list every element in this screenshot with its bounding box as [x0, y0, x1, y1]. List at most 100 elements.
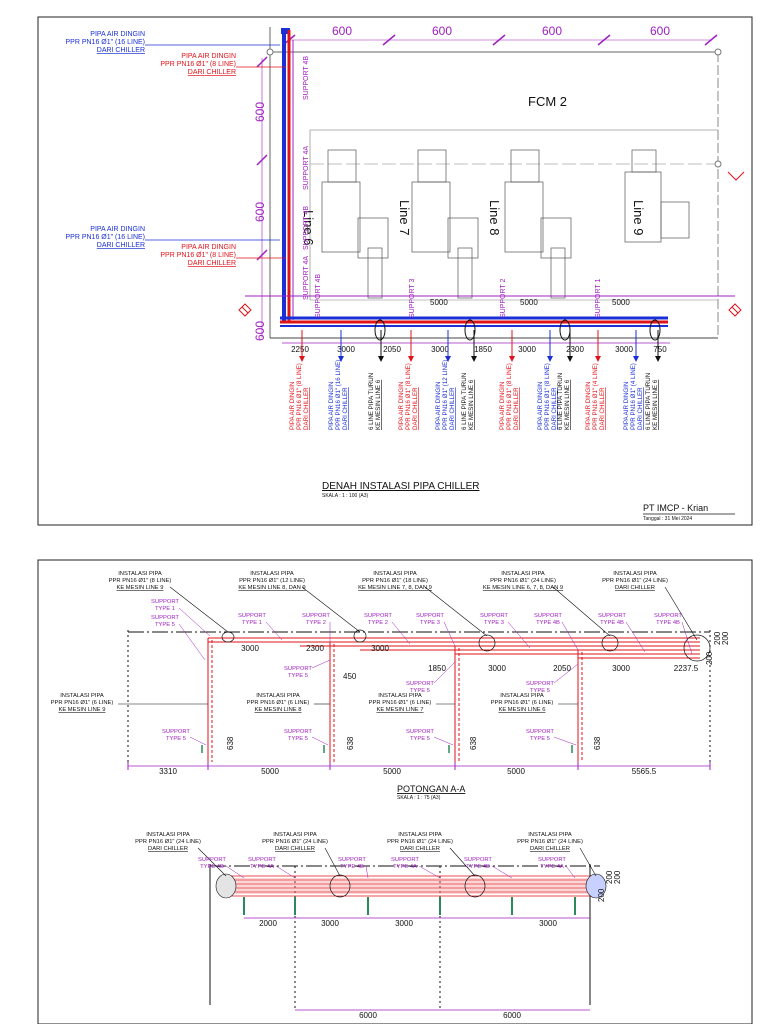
support-line: TYPE 5	[288, 736, 308, 742]
pipe-bundle	[601, 634, 619, 652]
section-marker-cross	[241, 306, 249, 314]
machine-column	[457, 247, 473, 299]
support-line: SUPPORT	[416, 613, 444, 619]
support-posts	[243, 897, 576, 915]
leader-line	[197, 847, 227, 877]
machine-line-6	[321, 149, 389, 299]
bottom-dimension: 5000	[261, 767, 279, 776]
callout-line: PPR PN16 Ø1" (8 LINE)	[160, 61, 236, 68]
callout-line: PIPA AIR DINGIN	[90, 226, 145, 233]
support-line: TYPE 2	[368, 620, 388, 626]
support-line: SUPPORT	[248, 857, 276, 863]
callout-line: INSTALASI PIPA	[118, 571, 162, 577]
leader-line	[311, 659, 331, 669]
small-dimension: 638	[346, 736, 355, 750]
callout-line: PPR PN16 Ø1" (12 LINE)	[239, 578, 305, 584]
leader-line	[301, 586, 361, 633]
section-markers	[238, 303, 742, 317]
callout-line: INSTALASI PIPA	[613, 571, 657, 577]
leader-line	[552, 586, 611, 637]
callout-line: PPR PN16 Ø1" (24 LINE)	[490, 578, 556, 584]
support-line: SUPPORT	[284, 666, 312, 672]
callout-line: DARI CHILLER	[275, 846, 315, 852]
arrow-head	[338, 356, 344, 362]
small-dimension: 638	[593, 736, 602, 750]
machine-body	[321, 181, 361, 253]
callout-line: DARI CHILLER	[615, 585, 655, 591]
callouts-left: PIPA AIR DINGIN PPR PN16 Ø1" (16 LINE) D…	[65, 31, 286, 267]
machine-line-label: Line 9	[631, 200, 646, 235]
leader-line	[189, 736, 207, 746]
support-line: SUPPORT	[364, 613, 392, 619]
bottom-dimension: 5000	[507, 767, 525, 776]
leader-line	[561, 621, 579, 651]
support-line: TYPE 1	[155, 606, 175, 612]
callout-line: INSTALASI PIPA	[378, 693, 422, 699]
support-line: TYPE 5	[530, 736, 550, 742]
machine-line-7	[411, 149, 479, 299]
section-marker-cross	[731, 306, 739, 314]
bottom-label-line: PPR PN16 Ø1" (8 LINE)	[405, 363, 412, 430]
callout-line: PPR PN16 Ø1" (8 LINE)	[160, 252, 236, 259]
bottom-label-line: PPR PN16 Ø1" (16 LINE)	[335, 360, 342, 430]
inner-dimension: 2300	[306, 644, 324, 653]
pipe-drop	[464, 319, 476, 341]
bottom-dimension: 5565.5	[632, 767, 657, 776]
pipe-drop	[374, 319, 386, 341]
support-line: SUPPORT	[480, 613, 508, 619]
support-line: TYPE 5	[288, 673, 308, 679]
support-label-bottom: SUPPORT 4B	[315, 274, 322, 318]
bottom-label-line: PPR PN16 Ø1" (4 LINE)	[630, 363, 637, 430]
bottom-label-line: DARI CHILLER	[599, 387, 606, 430]
pipe-end	[215, 873, 237, 899]
bottom-label-line: DARI CHILLER	[513, 387, 520, 430]
bottom-label-line: DARI CHILLER	[303, 387, 310, 430]
leader-line	[275, 865, 296, 879]
machine-side	[357, 217, 389, 259]
machine-line-label: Line 8	[487, 200, 502, 235]
callout-line: PPR PN16 Ø1" (6 LINE)	[247, 700, 310, 706]
callout-line: KE MESIN LINE 6, 7, 8, DAN 9	[483, 585, 563, 591]
support-line: SUPPORT	[598, 613, 626, 619]
pipe-bundle	[464, 874, 486, 898]
column-markers-top	[266, 48, 722, 168]
bottom-dimension: 3310	[159, 767, 177, 776]
machine-top	[631, 149, 657, 173]
leader-line	[365, 865, 369, 879]
machine-top	[327, 149, 357, 183]
support-label-vertical: SUPPORT 4B	[303, 206, 310, 250]
bottom-dimension: 3000	[431, 345, 449, 354]
drawing-date: Tanggal : 31 Mei 2024	[643, 516, 692, 522]
small-dimension: 200	[713, 631, 722, 645]
bottom-label-line: DARI CHILLER	[551, 387, 558, 430]
support-line: TYPE 4A	[250, 864, 274, 870]
machine-line-8	[504, 149, 572, 299]
bottom-label-line: KE MESIN LINE 6	[564, 379, 571, 430]
bottom-dimension: 1850	[474, 345, 492, 354]
support-line: SUPPORT	[464, 857, 492, 863]
pipe-bundle-circles	[329, 874, 486, 898]
machine-body	[504, 181, 544, 253]
bottom-dimension: 6000	[359, 1011, 377, 1020]
callout-line: INSTALASI PIPA	[273, 832, 317, 838]
inner-dimension: 1850	[428, 664, 446, 673]
machine-column	[550, 247, 566, 299]
bottom-dimension: 2050	[383, 345, 401, 354]
pipe-rack-b	[222, 875, 590, 897]
